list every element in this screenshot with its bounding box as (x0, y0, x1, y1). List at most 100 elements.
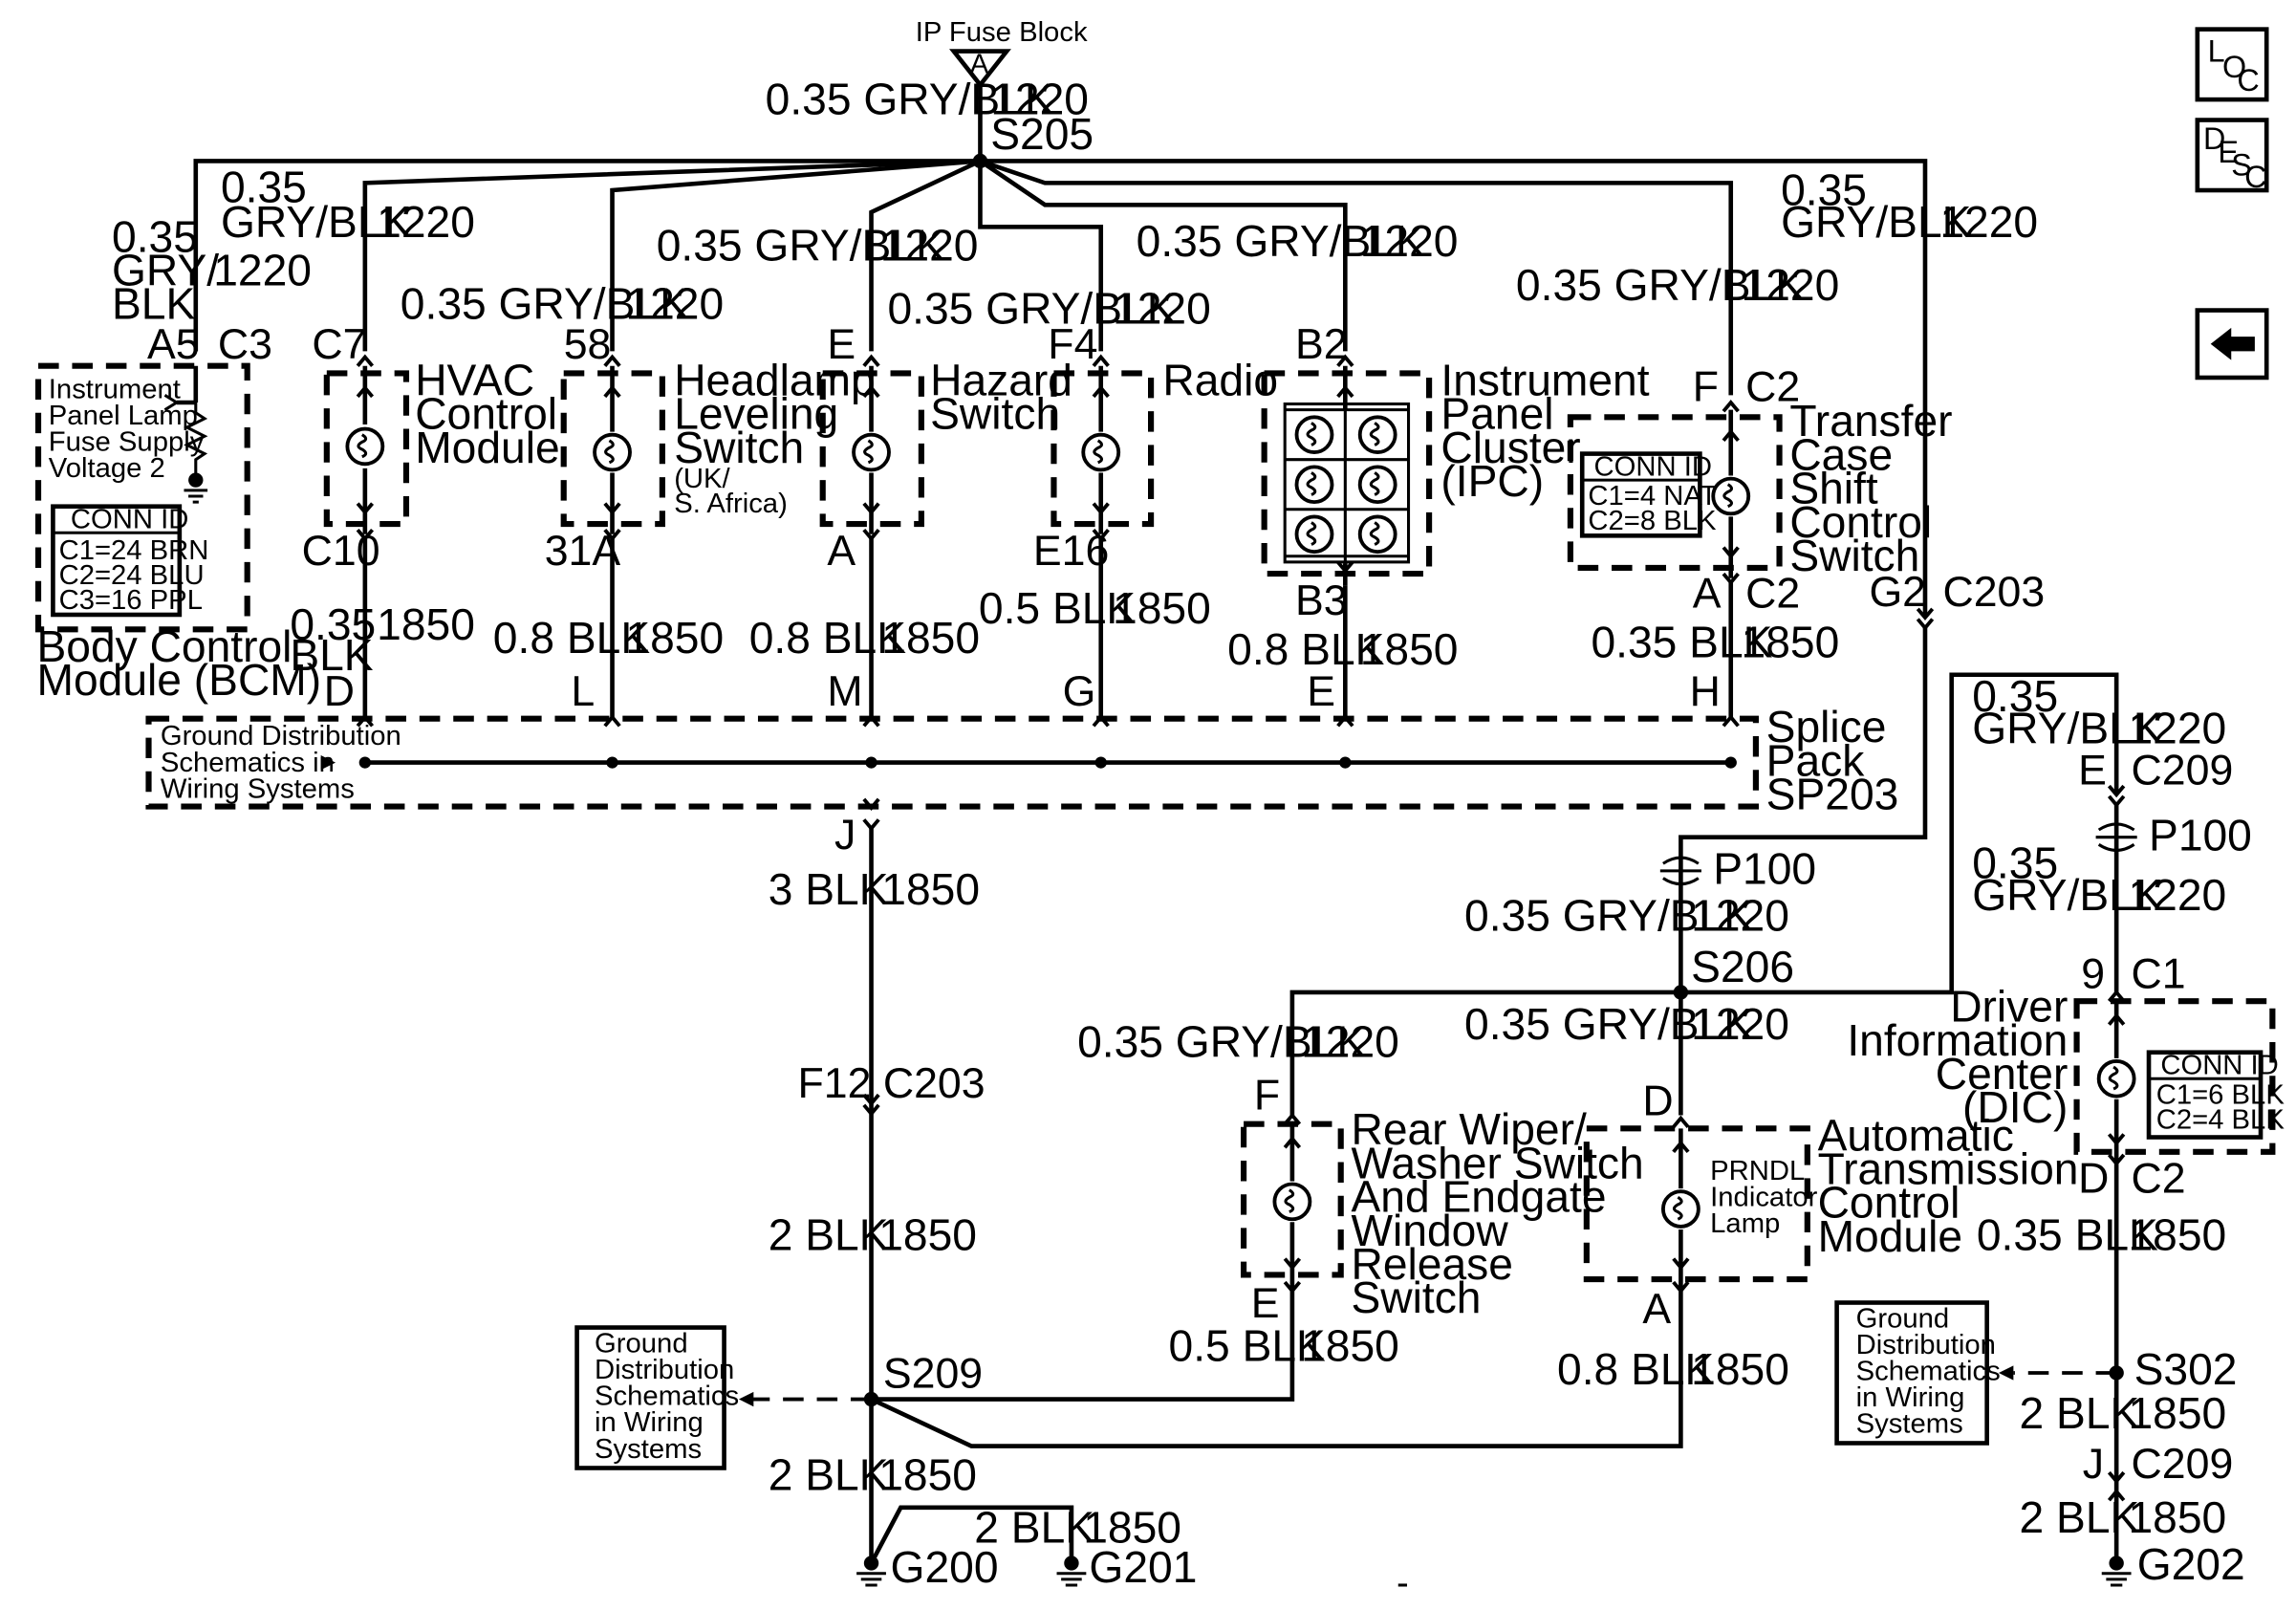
gd-left-2: Distribution (595, 1355, 734, 1385)
splice-pack-inner-1: Ground Distribution (161, 721, 401, 751)
hvac-gnd-wire1: 0.35 (290, 599, 376, 649)
tcm-gnd-circuit: 1850 (1691, 1344, 1789, 1394)
hazard-pin-bot: A (827, 528, 856, 575)
hvac-circuit: 1220 (377, 197, 475, 247)
transfer-gnd-wire: 0.35 BLK (1591, 617, 1772, 666)
transfer-conn-bot: C2 (1745, 570, 1800, 617)
dic-circuit5: 1850 (2128, 1388, 2226, 1438)
headlamp-note-1: (UK/ (674, 464, 730, 494)
bcm-inner-1: Instrument (49, 374, 181, 404)
right-feed-circuit: 1220 (1939, 197, 2038, 247)
rear-wiper-gnd-circuit: 1850 (1301, 1321, 1399, 1371)
splice-pack-inner-3: Wiring Systems (161, 773, 355, 804)
rear-wiper-name-1: Rear Wiper/ (1351, 1104, 1587, 1154)
gd-left-box[interactable] (574, 1325, 726, 1470)
rear-wiper-name-4: Window (1351, 1206, 1508, 1255)
description-button[interactable]: D E S C (2195, 118, 2269, 194)
transfer-circuit: 1220 (1742, 260, 1840, 310)
main-gnd-circuit1: 1850 (881, 864, 980, 914)
dic-splice: S302 (2134, 1344, 2238, 1394)
main-gnd-wire3: 2 BLK (769, 1450, 889, 1500)
rear-wiper-gnd-wire: 0.5 BLK (1169, 1321, 1327, 1371)
transfer-name-5: Switch (1789, 531, 1919, 580)
radio-pin-top: F4 (1048, 321, 1097, 368)
headlamp-sp-pin: L (571, 668, 595, 715)
dic-box (2073, 998, 2276, 1155)
splice-pack-inner-2: Schematics in (161, 748, 335, 778)
splice-pack-dots (358, 756, 1737, 769)
hvac-gnd-circuit: 1850 (377, 599, 475, 649)
hazard-sp-pin: M (827, 668, 862, 715)
dic-connid-2: C2=4 BLK (2156, 1104, 2285, 1135)
ipc-wire: 0.35 GRY/BLK (1137, 216, 1425, 266)
bcm-circuit: 1220 (213, 246, 312, 295)
ground-g200-label: G200 (891, 1542, 999, 1592)
transfer-name-2: Case (1789, 430, 1893, 480)
hazard-pin-top: E (827, 321, 856, 368)
bcm-inner-2: Panel Lamp (49, 401, 198, 431)
ipc-circuit: 1220 (1360, 216, 1459, 266)
ground-g200-icon (856, 1556, 886, 1587)
location-button[interactable]: L O C (2195, 27, 2269, 102)
gd-right-2: Distribution (1856, 1330, 1996, 1360)
bcm-connid-title: CONN ID (71, 505, 188, 535)
transfer-pin-top: F (1693, 364, 1719, 411)
bcm-wire2: GRY/ (112, 246, 219, 295)
hvac-name-2: Control (415, 389, 557, 439)
main-gnd-splice: S209 (883, 1350, 983, 1397)
loc-l-text: L (2208, 33, 2225, 68)
p100-connector-icon (1659, 856, 1701, 886)
radio-pin-bot: E16 (1033, 528, 1109, 575)
bcm-name2: Module (BCM) (36, 655, 321, 705)
right-feed-wire2: GRY/BLK (1781, 197, 1972, 247)
hazard-gnd-circuit: 1850 (881, 613, 980, 663)
ipc-name-1: Instrument (1440, 355, 1649, 404)
right-feed-wire1: 0.35 (1781, 164, 1867, 214)
tcm-name-1: Automatic (1818, 1110, 2014, 1160)
gd-right-5: Systems (1856, 1409, 1963, 1440)
headlamp-circuit: 1220 (625, 279, 724, 329)
s206-label: S206 (1691, 942, 1794, 991)
tcm-name-4: Module (1818, 1211, 1962, 1261)
hvac-gnd-wire2: BLK (290, 630, 374, 680)
dic-wire5: 2 BLK (2020, 1388, 2140, 1438)
dic-name-3: Center (1936, 1049, 2069, 1099)
splice-pack-name-2: Pack (1766, 736, 1866, 786)
ipc-name-3: Cluster (1440, 423, 1580, 472)
right-feed-conn: C203 (1942, 569, 2045, 616)
back-arrow-button[interactable] (2195, 308, 2269, 381)
loc-c-text: C (2237, 63, 2259, 98)
bcm-connid-1: C1=24 BRN (59, 535, 209, 566)
radio-circuit: 1220 (1113, 283, 1211, 333)
dic-p100-connector-icon (2095, 822, 2137, 852)
p100-wire: 0.35 GRY/BLK (1464, 891, 1753, 941)
tcm-inner-3: Lamp (1710, 1208, 1780, 1239)
dic-circuit6: 1850 (2128, 1492, 2226, 1542)
main-gnd-circuit3: 1850 (878, 1450, 977, 1500)
dic-gnd-wire: 0.35 BLK (1977, 1210, 2158, 1260)
dic-circuit: 1220 (2128, 704, 2226, 753)
feed-circuit: 1220 (990, 75, 1089, 124)
headlamp-name-1: Headlamp (674, 355, 875, 404)
gd-left-1: Ground (595, 1329, 688, 1360)
hvac-name-1: HVAC (415, 355, 534, 404)
gd-right-1: Ground (1856, 1304, 1950, 1335)
radio-wire: 0.35 GRY/BLK (887, 283, 1176, 333)
hazard-gnd-wire: 0.8 BLK (749, 613, 907, 663)
transfer-pin-bot: A (1693, 570, 1722, 617)
dic-connid-title: CONN ID (2160, 1051, 2278, 1081)
transfer-connid-1: C1=4 NAT (1588, 481, 1717, 511)
p100-circuit: 1220 (1691, 891, 1789, 941)
ground-g202-label: G202 (2137, 1539, 2245, 1589)
hvac-wire1: 0.35 (221, 162, 307, 211)
p100-label: P100 (1713, 844, 1816, 894)
gd-right-4: in Wiring (1856, 1382, 1965, 1413)
bcm-pin: A5 (147, 321, 200, 368)
headlamp-pin-top: 58 (564, 321, 612, 368)
bcm-wire3: BLK (112, 279, 196, 329)
fuse-block-letter: A (970, 50, 989, 80)
gd-right-box[interactable] (1834, 1300, 1989, 1446)
rear-wiper-name-5: Release (1351, 1239, 1512, 1289)
dic-p100: P100 (2149, 811, 2252, 860)
